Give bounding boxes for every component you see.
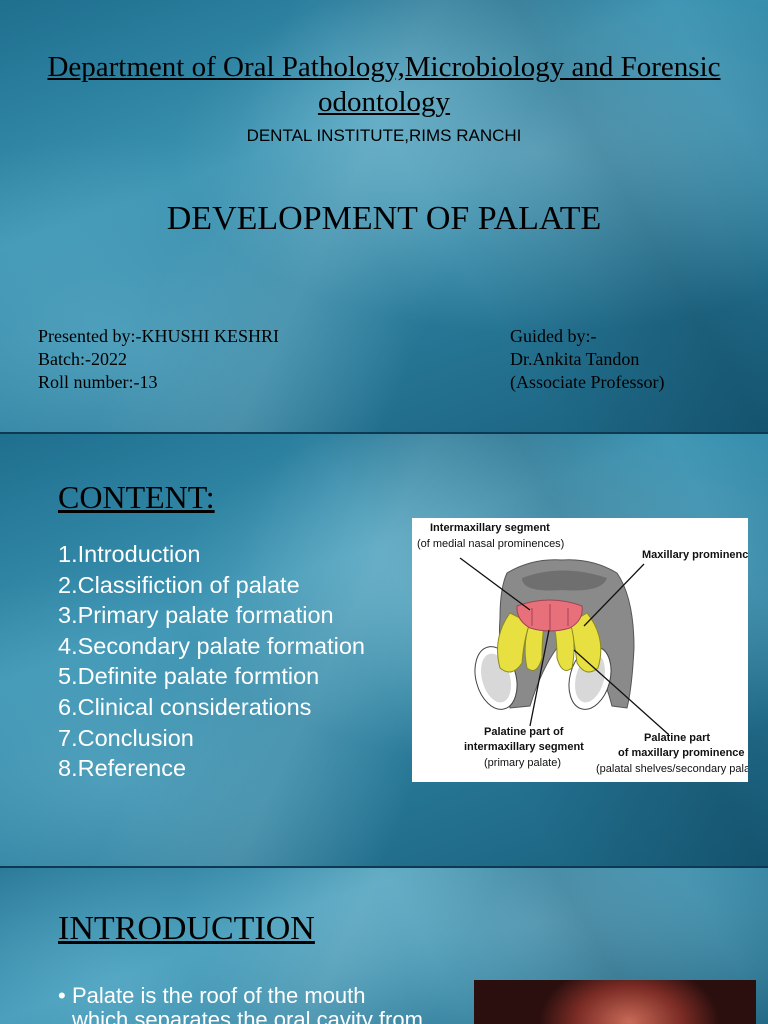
institute-name: DENTAL INSTITUTE,RIMS RANCHI — [246, 126, 522, 145]
label-intermaxillary-sub: (of medial nasal prominences) — [417, 538, 564, 550]
guide-info: Guided by:- Dr.Ankita Tandon (Associate … — [510, 325, 664, 394]
content-heading: CONTENT: — [58, 479, 215, 515]
list-item: 2.Classifiction of palate — [58, 571, 300, 598]
presenter-batch: Batch:-2022 — [38, 349, 127, 369]
label-palatine-maxillary-2: of maxillary prominence — [618, 747, 745, 759]
label-palatine-maxillary-1: Palatine part — [644, 732, 710, 744]
guide-designation: (Associate Professor) — [510, 372, 665, 392]
presenter-name: Presented by:-KHUSHI KESHRI — [38, 326, 279, 346]
list-item: 8.Reference — [58, 755, 187, 782]
palatal-shelf-left-inner — [524, 622, 545, 671]
label-maxillary-prominence: Maxillary prominence — [642, 549, 748, 561]
list-item: 3.Primary palate formation — [58, 602, 334, 629]
presentation-title: DEVELOPMENT OF PALATE — [166, 200, 602, 237]
label-intermaxillary-segment: Intermaxillary segment — [430, 522, 550, 534]
list-item: 7.Conclusion — [58, 724, 194, 751]
label-secondary-palate: (palatal shelves/secondary palate) — [596, 763, 748, 775]
bullet-text-line1: Palate is the roof of the mouth — [72, 983, 366, 1008]
label-palatine-intermaxillary-1: Palatine part of — [484, 726, 564, 738]
department-heading: Department of Oral Pathology,Microbiolog… — [47, 51, 721, 118]
title-slide: Department of Oral Pathology,Microbiolog… — [0, 0, 768, 432]
list-item: 6.Clinical considerations — [58, 693, 312, 720]
presenter-info: Presented by:-KHUSHI KESHRI Batch:-2022 … — [38, 325, 279, 394]
palate-diagram: Intermaxillary segment (of medial nasal … — [412, 518, 748, 782]
list-item: 5.Definite palate formtion — [58, 663, 320, 690]
list-item: 4.Secondary palate formation — [58, 632, 365, 659]
guide-label: Guided by:- — [510, 326, 597, 346]
bullet-icon: • — [58, 983, 66, 1008]
introduction-slide: INTRODUCTION •Palate is the roof of the … — [0, 868, 768, 1024]
label-primary-palate: (primary palate) — [484, 757, 561, 769]
palatal-shelf-right-inner — [553, 622, 575, 671]
content-list: 1.Introduction 2.Classifiction of palate… — [58, 539, 365, 784]
list-item: 1.Introduction — [58, 541, 201, 567]
content-slide: CONTENT: 1.Introduction 2.Classifiction … — [0, 434, 768, 866]
label-palatine-intermaxillary-2: intermaxillary segment — [464, 741, 584, 753]
mouth-photo — [474, 980, 756, 1024]
introduction-bullet: •Palate is the roof of the mouth which s… — [58, 984, 458, 1024]
presenter-roll-number: Roll number:-13 — [38, 372, 158, 392]
bullet-text-line2: which separates the oral cavity from — [72, 1007, 423, 1024]
introduction-heading: INTRODUCTION — [58, 910, 315, 947]
guide-name: Dr.Ankita Tandon — [510, 349, 640, 369]
